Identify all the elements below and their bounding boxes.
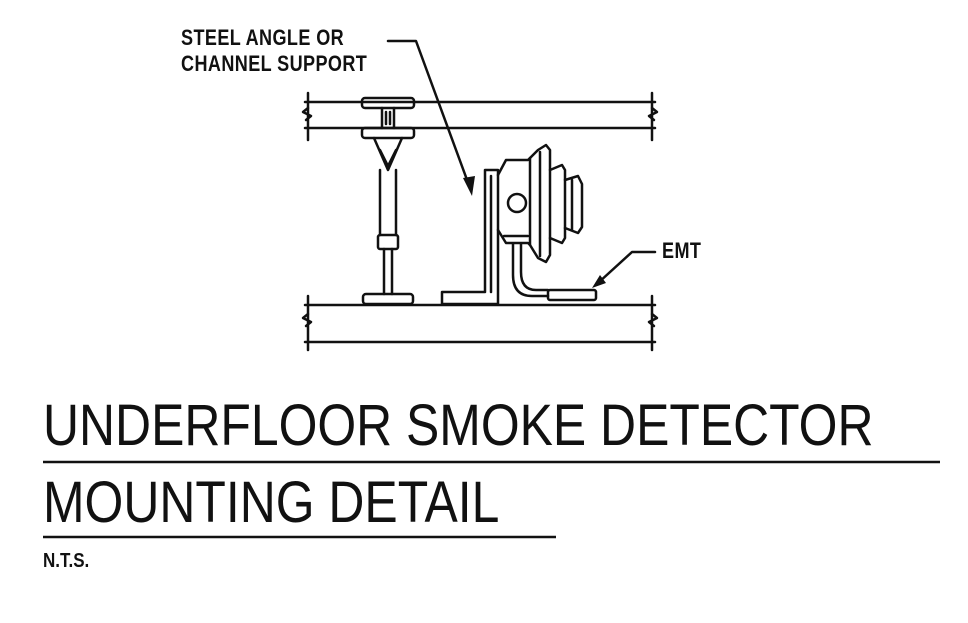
steel-angle-support xyxy=(440,168,500,306)
support-leader-line xyxy=(386,39,472,190)
raised-floor-panel xyxy=(301,91,659,142)
emt-conduit xyxy=(511,242,598,302)
detail-title-line2: MOUNTING DETAIL xyxy=(43,470,500,535)
emt-arrowhead xyxy=(592,275,606,288)
scale-note: N.T.S. xyxy=(43,550,90,572)
detail-title-line1: UNDERFLOOR SMOKE DETECTOR xyxy=(43,393,874,458)
smoke-detector xyxy=(496,143,584,264)
floor-pedestal xyxy=(360,96,416,306)
emt-leader-line xyxy=(596,250,657,285)
emt-callout: EMT xyxy=(662,238,702,263)
support-callout-line1: STEEL ANGLE OR xyxy=(181,25,345,50)
support-arrowhead xyxy=(463,176,475,196)
support-callout-line2: CHANNEL SUPPORT xyxy=(181,51,368,76)
